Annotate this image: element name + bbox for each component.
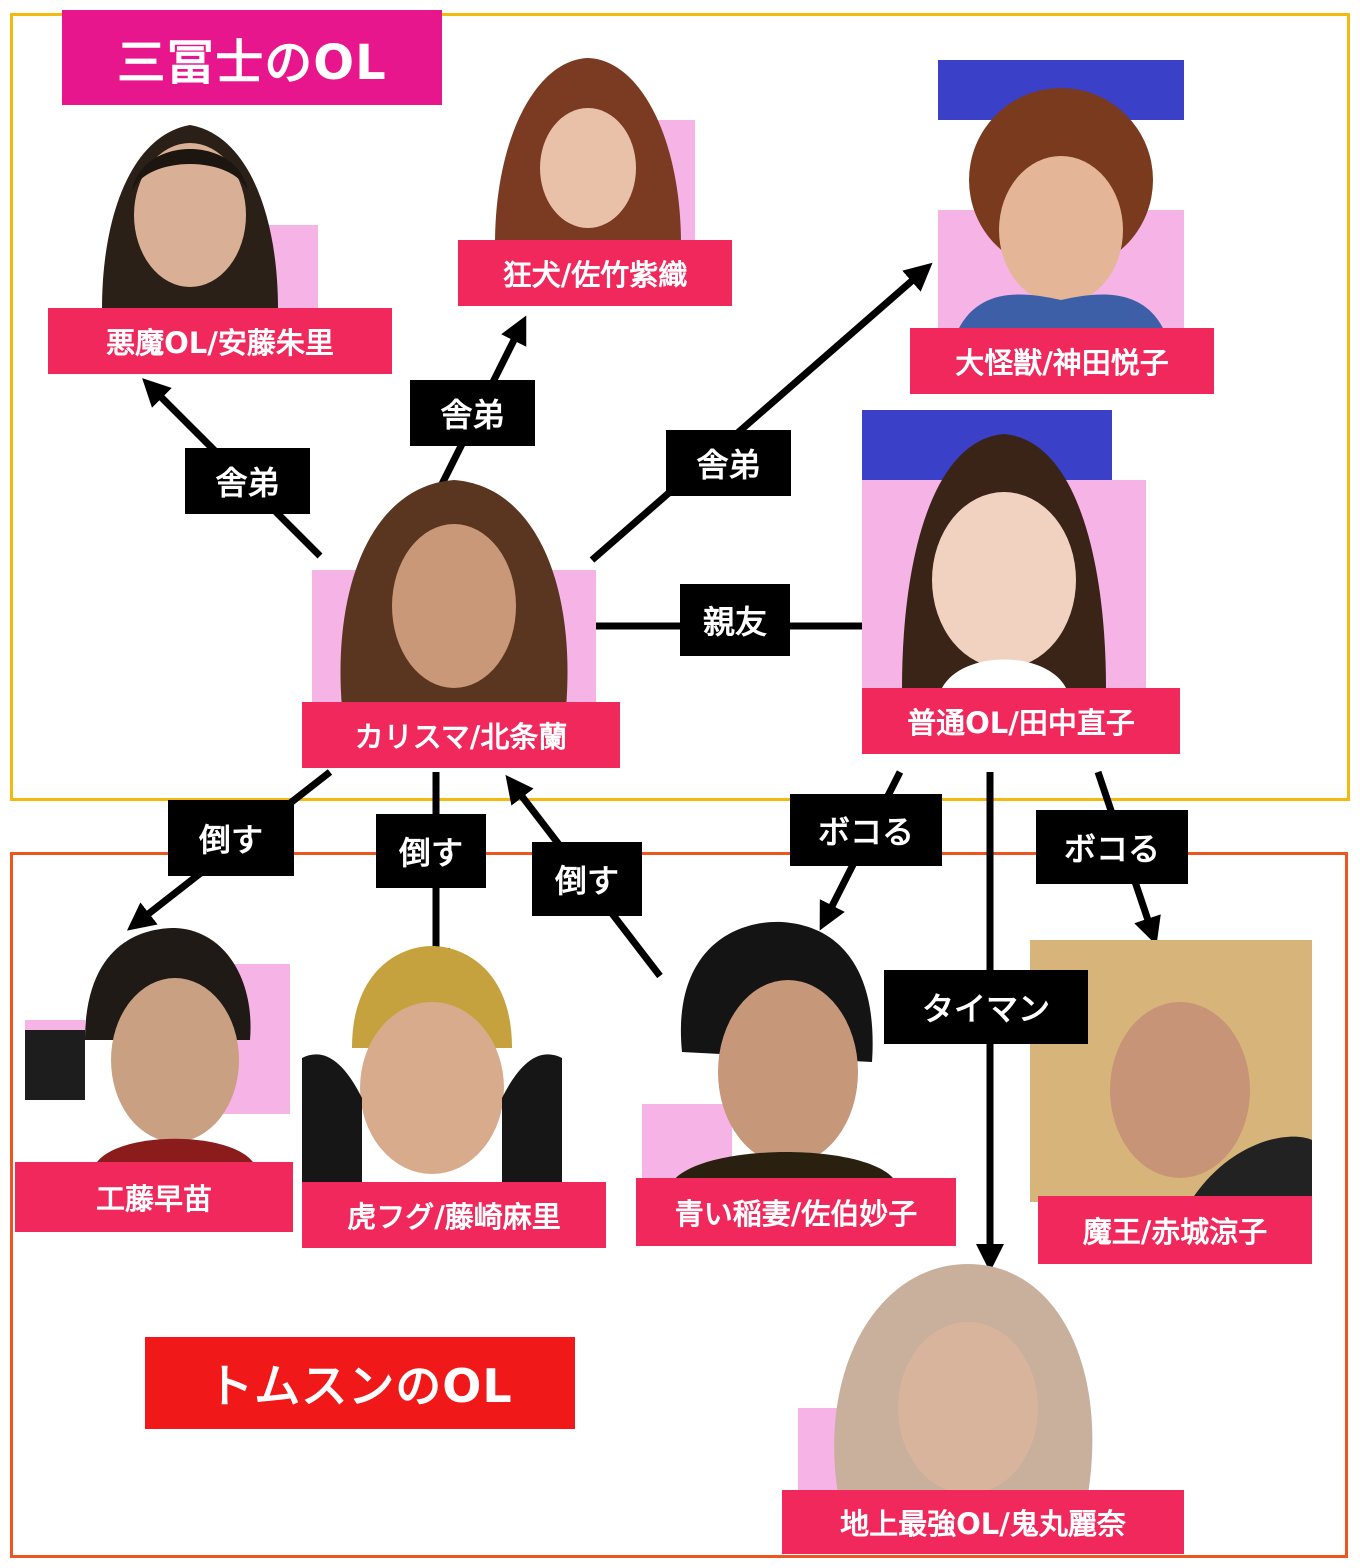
- relation-label-shinyuu: 親友: [680, 584, 790, 656]
- name-label-akuma: 悪魔OL/安藤朱里: [48, 308, 392, 374]
- name-label-kudou: 工藤早苗: [15, 1162, 293, 1232]
- portrait-kudou: [25, 920, 290, 1165]
- group-frame-sanfuji: [10, 13, 1350, 801]
- relation-label-bokoru-aoiinazuma: ボコる: [790, 794, 942, 866]
- portrait-torafugu: [302, 938, 562, 1188]
- name-label-torafugu: 虎フグ/藤崎麻里: [302, 1182, 606, 1248]
- relation-label-shatei-kyouken: 舎弟: [410, 380, 535, 446]
- portrait-kyouken: [475, 50, 701, 244]
- person-silhouette-icon: [672, 921, 896, 1182]
- relation-label-shatei-akuma: 舎弟: [185, 448, 310, 514]
- name-label-maou: 魔王/赤城涼子: [1038, 1196, 1312, 1264]
- portrait-akuma: [62, 95, 318, 309]
- portrait-aoiinazuma: [642, 912, 896, 1182]
- person-silhouette-icon: [902, 434, 1106, 688]
- group-frame-thomson: [10, 852, 1348, 1558]
- relation-label-taosu-aoiinazuma: 倒す: [532, 842, 642, 916]
- person-silhouette-icon: [102, 125, 278, 309]
- name-label-futsuu: 普通OL/田中直子: [862, 688, 1180, 754]
- name-label-chijou: 地上最強OL/鬼丸麗奈: [782, 1490, 1184, 1554]
- person-silhouette-icon: [958, 88, 1164, 330]
- relation-label-bokoru-maou: ボコる: [1036, 810, 1188, 884]
- name-label-kyouken: 狂犬/佐竹紫織: [458, 240, 732, 306]
- portrait-futsuu: [862, 410, 1146, 688]
- relation-label-taosu-torafugu: 倒す: [376, 814, 486, 888]
- portrait-chijou: [798, 1258, 1120, 1494]
- person-silhouette-icon: [834, 1264, 1093, 1494]
- relation-label-shatei-daikaijuu: 舎弟: [666, 430, 791, 496]
- group-title-thomson: トムスンのOL: [145, 1337, 575, 1429]
- relation-label-taiman: タイマン: [884, 970, 1088, 1044]
- relation-label-taosu-kudou: 倒す: [168, 800, 294, 876]
- portrait-charisma: [312, 466, 596, 708]
- name-label-charisma: カリスマ/北条蘭: [302, 702, 620, 768]
- portrait-daikaijuu: [938, 60, 1184, 330]
- group-title-sanfuji: 三冨士のOL: [62, 10, 442, 105]
- person-silhouette-icon: [340, 480, 568, 708]
- name-label-aoiinazuma: 青い稲妻/佐伯妙子: [636, 1178, 956, 1246]
- person-silhouette-icon: [25, 928, 255, 1165]
- person-silhouette-icon: [302, 946, 562, 1188]
- person-silhouette-icon: [495, 58, 681, 244]
- name-label-daikaijuu: 大怪獣/神田悦子: [910, 328, 1214, 394]
